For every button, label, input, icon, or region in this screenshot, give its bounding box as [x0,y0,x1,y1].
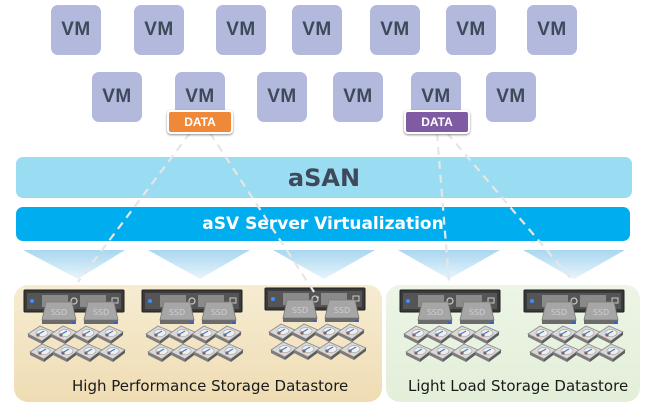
down-arrow-icon [23,250,125,279]
server-icon: SSD SSD [141,289,244,362]
data-badge-purple: DATA [404,110,470,134]
hdd-icon [598,343,626,362]
hdd-icon [337,323,365,342]
hdd-icon [52,343,80,362]
hdd-icon [575,343,603,362]
vm-box: VM [486,72,536,122]
ssd-icon: SSD [324,299,360,322]
vm-box: VM [292,5,342,55]
svg-text:SSD: SSD [51,308,67,317]
hdd-icon [552,343,580,362]
vm-box: VM [216,5,266,55]
svg-text:SSD: SSD [292,306,308,315]
hdd-icon [147,343,175,362]
down-arrow-icon [398,250,500,279]
hdd-icon [268,323,296,342]
ssd-icon: SSD [201,301,237,324]
vm-box: VM [51,5,101,55]
data-badge-label: DATA [184,115,216,129]
ssd-icon: SSD [417,301,453,324]
hdd-icon [596,325,624,344]
storage-server: SSD SSD [398,288,504,364]
svg-text:SSD: SSD [427,308,443,317]
hdd-icon [168,325,196,344]
hdd-icon [193,343,221,362]
svg-text:SSD: SSD [211,308,227,317]
hdd-icon [426,325,454,344]
down-arrow-icon [148,250,250,279]
hdd-icon [527,325,555,344]
vm-box: VM [370,5,420,55]
datastore-label: Light Load Storage Datastore [408,377,629,395]
svg-text:SSD: SSD [334,306,350,315]
hdd-icon [98,343,126,362]
hdd-icon [96,325,124,344]
svg-text:SSD: SSD [469,308,485,317]
hdd-icon [474,343,502,362]
svg-text:SSD: SSD [551,308,567,317]
hdd-icon [145,325,173,344]
hdd-icon [214,325,242,344]
storage-server: SSD SSD [140,288,246,364]
vm-box: VM [92,72,142,122]
data-badge-orange: DATA [167,110,233,134]
svg-text:SSD: SSD [593,308,609,317]
server-icon: SSD SSD [523,289,626,362]
svg-text:SSD: SSD [93,308,109,317]
datastore-label: High Performance Storage Datastore [72,377,349,395]
ssd-icon: SSD [459,301,495,324]
hdd-icon [191,325,219,344]
ssd-icon: SSD [541,301,577,324]
ssd-icon: SSD [41,301,77,324]
hdd-icon [403,325,431,344]
ssd-icon: SSD [83,301,119,324]
hdd-icon [472,325,500,344]
vm-box: VM [333,72,383,122]
ssd-icon: SSD [282,299,318,322]
server-icon: SSD SSD [399,289,502,362]
vm-box: VM [527,5,577,55]
vm-box: VM [446,5,496,55]
hdd-icon [216,343,244,362]
hdd-icon [529,343,557,362]
svg-text:SSD: SSD [169,308,185,317]
down-arrow-icon [523,250,625,279]
data-badge-label: DATA [421,115,453,129]
hdd-icon [50,325,78,344]
server-icon: SSD SSD [23,289,126,362]
storage-server: SSD SSD [522,288,628,364]
hdd-icon [405,343,433,362]
ssd-icon: SSD [159,301,195,324]
storage-server: SSD SSD [22,288,128,364]
hdd-icon [75,343,103,362]
ssd-icon: SSD [583,301,619,324]
vm-box: VM [257,72,307,122]
down-arrow-icon [273,250,375,279]
hdd-icon [339,341,367,360]
vm-box: VM [134,5,184,55]
